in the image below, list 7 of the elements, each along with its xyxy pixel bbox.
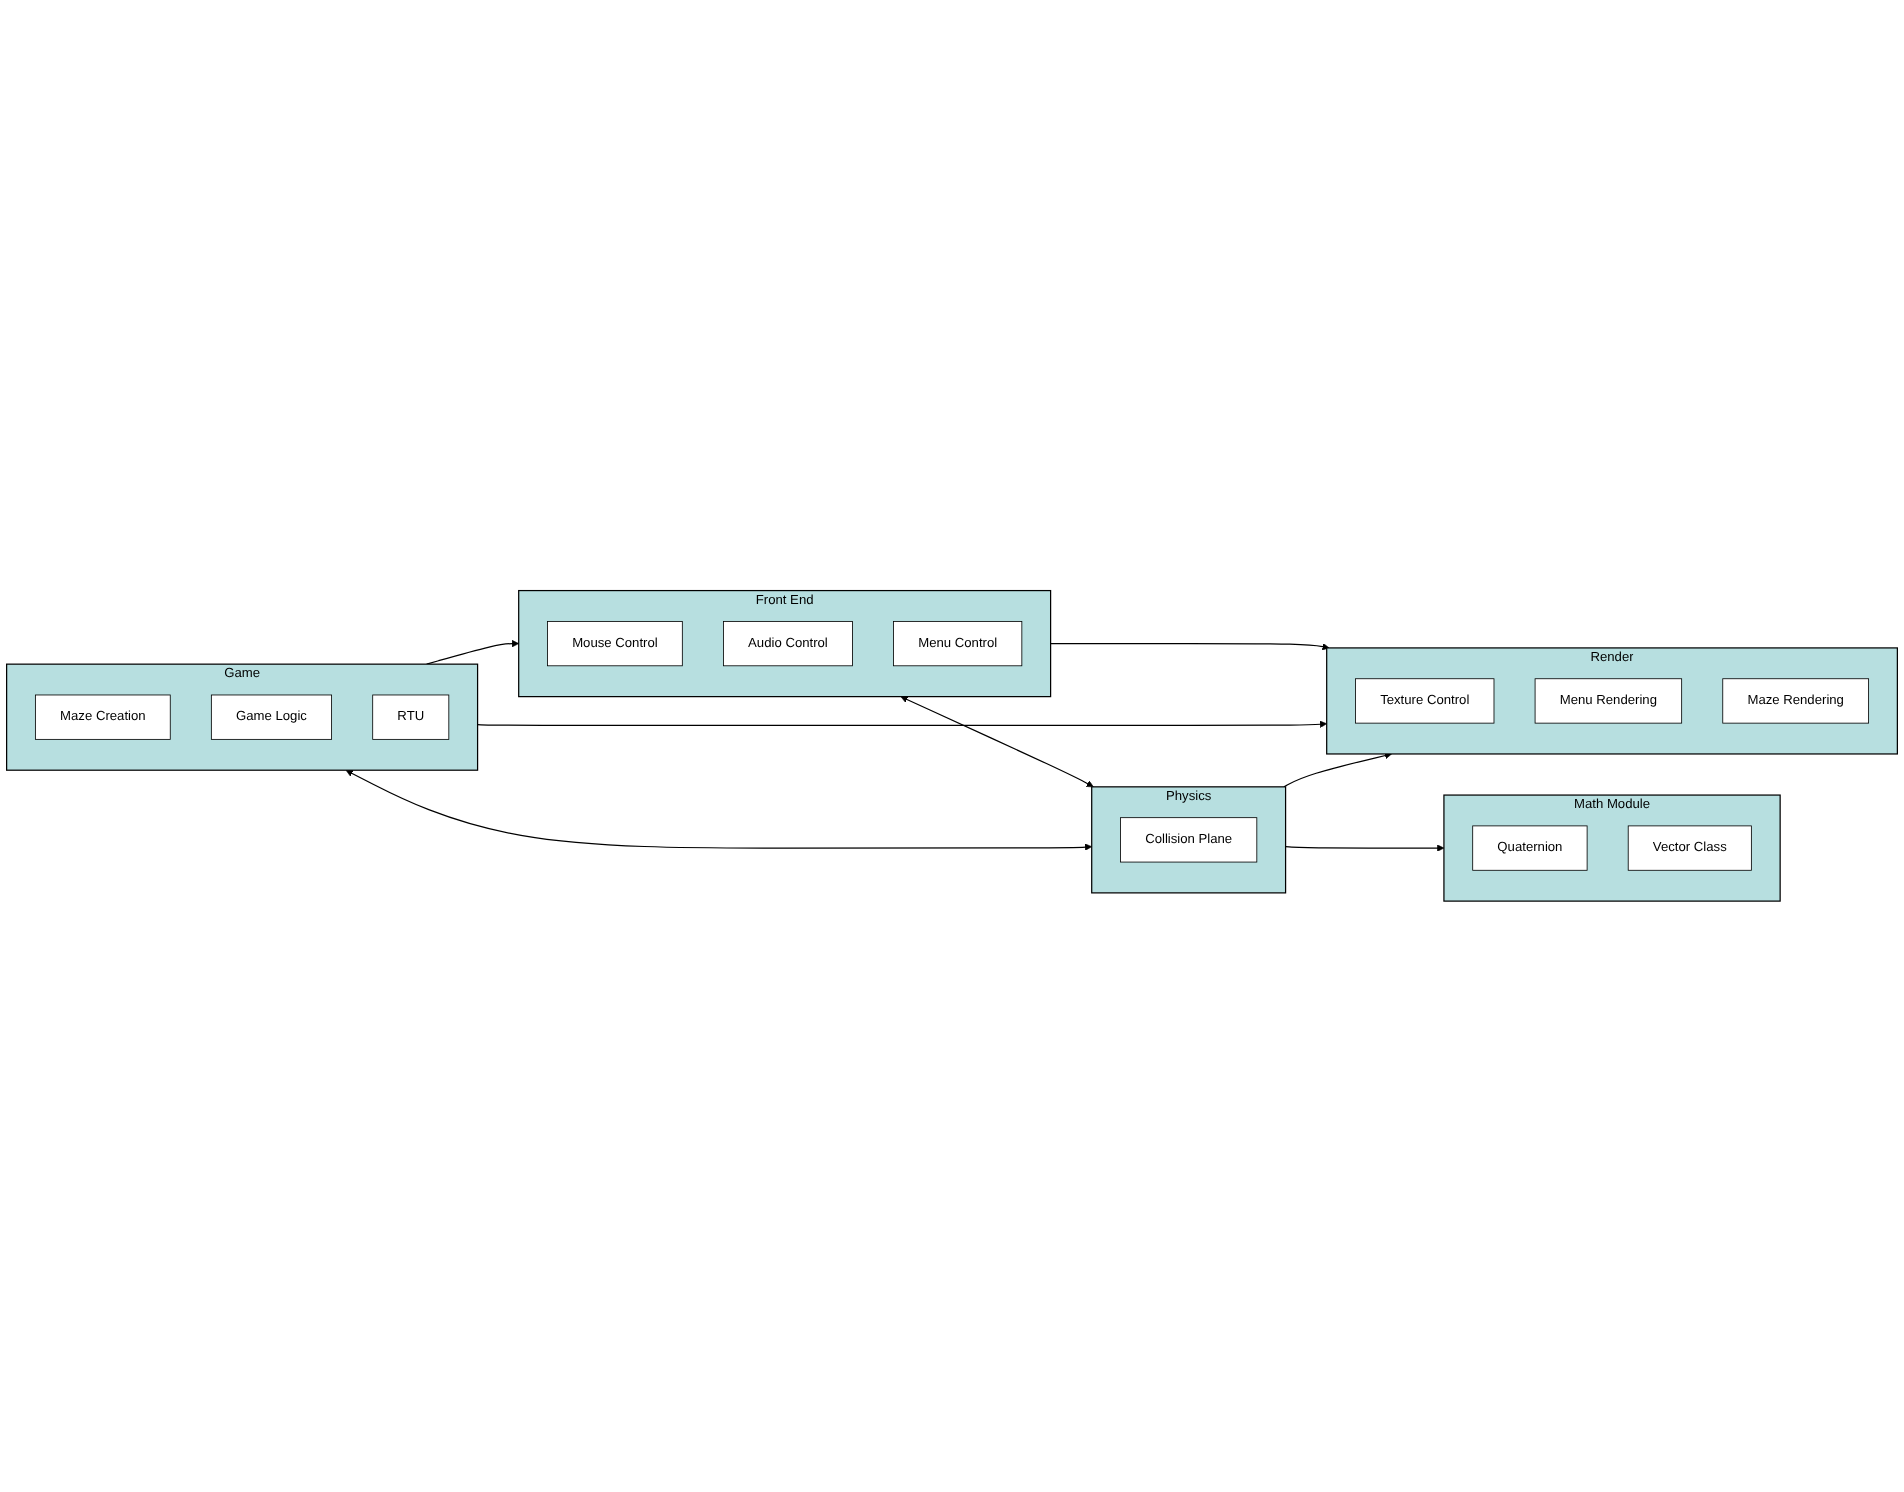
arrow	[426, 640, 519, 665]
arrow	[900, 696, 1094, 788]
arrow	[1284, 844, 1445, 852]
arrow	[476, 720, 1327, 729]
arrow	[1283, 752, 1392, 788]
arrow	[1050, 643, 1330, 651]
arrow	[345, 770, 1093, 851]
